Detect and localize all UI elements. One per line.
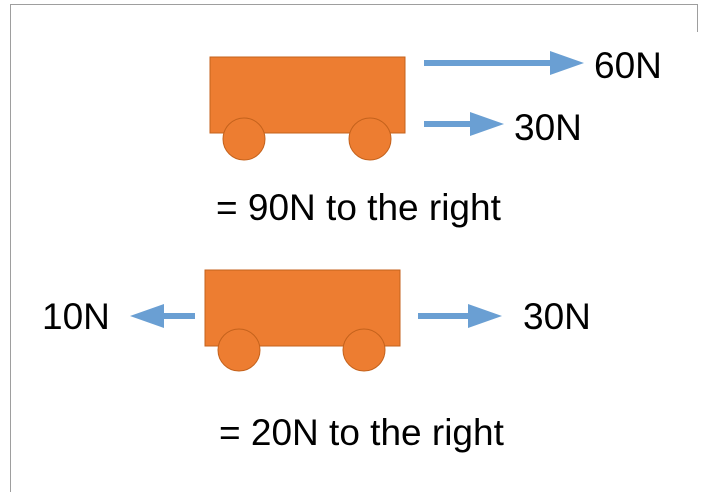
- arrow-60n-right: [424, 51, 584, 75]
- frame-top-border: [10, 4, 698, 5]
- cart-2-wheel-right: [342, 328, 386, 372]
- force-label-60n: 60N: [594, 45, 662, 86]
- arrow-30n-right-1: [424, 112, 504, 136]
- result-label-2: = 20N to the right: [219, 412, 504, 453]
- cart-1-wheel-right: [348, 117, 392, 161]
- cart-1-wheel-left: [222, 117, 266, 161]
- result-label-1: = 90N to the right: [216, 187, 501, 228]
- cart-2-wheel-left: [217, 328, 261, 372]
- force-label-30n-1: 30N: [514, 107, 582, 148]
- force-label-30n-2: 30N: [523, 296, 591, 337]
- force-label-10n: 10N: [42, 296, 110, 337]
- frame-right-border: [697, 4, 698, 32]
- cart-1: [209, 56, 406, 161]
- arrow-10n-left: [130, 304, 195, 328]
- frame-left-border: [10, 4, 11, 492]
- arrow-30n-right-2: [418, 304, 502, 328]
- cart-2: [204, 269, 401, 372]
